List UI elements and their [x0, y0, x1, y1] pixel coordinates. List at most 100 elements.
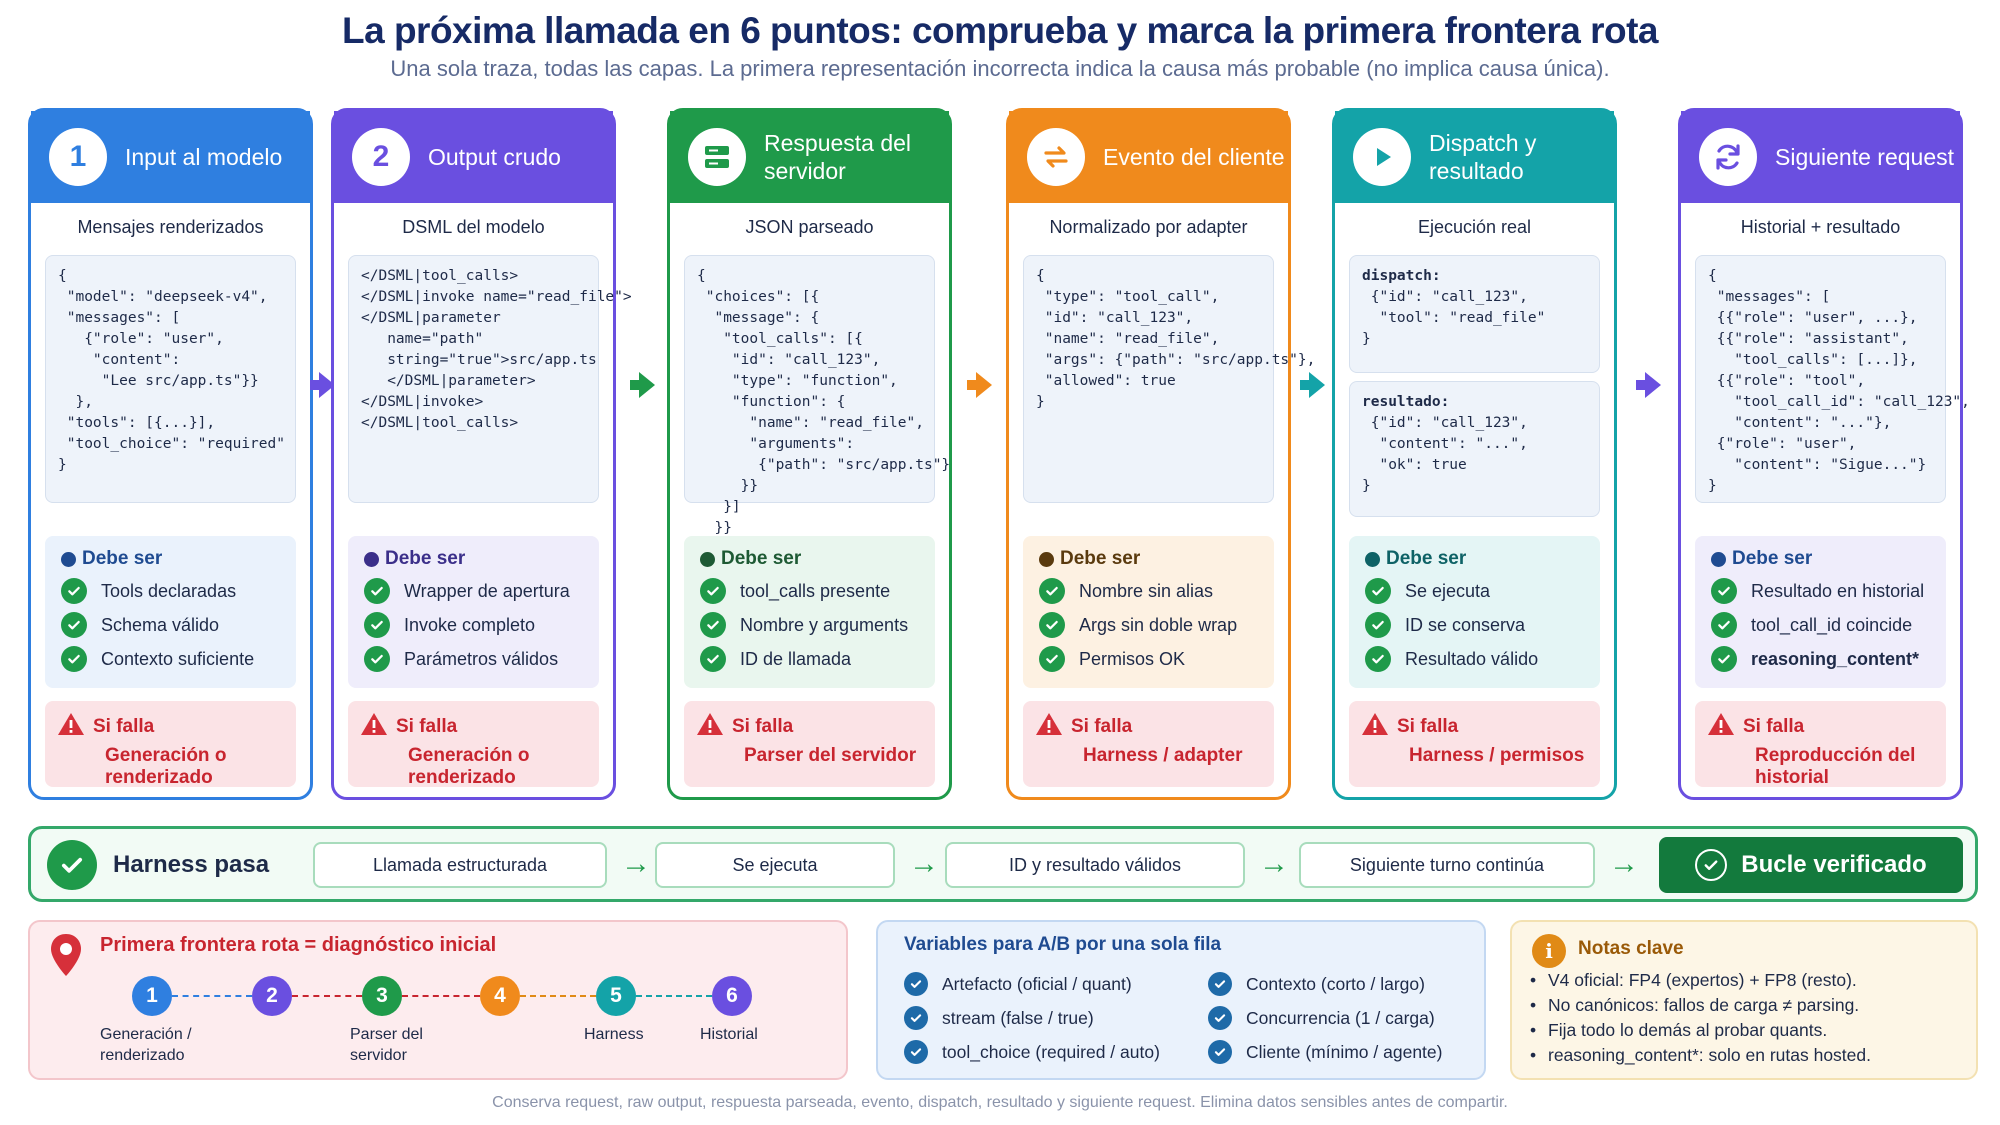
flow-arrow-stem	[310, 380, 320, 390]
refresh-icon	[1699, 128, 1757, 186]
requirement-item: Nombre y arguments	[700, 612, 919, 638]
flow-arrow-icon	[1645, 372, 1661, 398]
requirement-label: Nombre sin alias	[1079, 580, 1214, 601]
sequence-node: 2	[252, 976, 292, 1016]
requirement-label: Schema válido	[101, 614, 220, 635]
requirement-item: tool_calls presente	[700, 578, 919, 604]
variable-label: stream (false / true)	[942, 1007, 1094, 1028]
code-block: dispatch: {"id": "call_123", "tool": "re…	[1349, 255, 1600, 517]
notes-title: Notas clave	[1578, 938, 1684, 959]
flow-arrow-icon	[639, 372, 655, 398]
page-subtitle: Una sola traza, todas las capas. La prim…	[390, 56, 1610, 81]
requirement-item: Tools declaradas	[61, 578, 280, 604]
sequence-node: 4	[480, 976, 520, 1016]
sequence-node: 1	[132, 976, 172, 1016]
stage-header: Dispatch y resultado	[1335, 111, 1614, 203]
flow-arrow-icon	[976, 372, 992, 398]
pass-step: Llamada estructurada	[313, 842, 607, 888]
check-icon	[1365, 612, 1391, 638]
warning-icon	[1035, 711, 1063, 743]
note-item: V4 oficial: FP4 (expertos) + FP8 (resto)…	[1530, 970, 1857, 991]
stage-subtitle: Mensajes renderizados	[77, 217, 264, 237]
variable-label: tool_choice (required / auto)	[942, 1041, 1160, 1062]
must-be-title: Debe ser	[721, 548, 802, 569]
check-icon	[1208, 972, 1232, 996]
arrow-right-icon: →	[621, 847, 651, 880]
warning-icon	[696, 711, 724, 743]
stage-title: Dispatch y resultado	[1429, 130, 1537, 184]
requirement-item: Nombre sin alias	[1039, 578, 1258, 604]
variables-title: Variables para A/B por una sola fila	[904, 934, 1222, 955]
pass-step: ID y resultado válidos	[945, 842, 1245, 888]
bullet-icon	[700, 551, 715, 567]
code-block: </DSML|tool_calls> </DSML|invoke name="r…	[348, 255, 632, 503]
page-title: La próxima llamada en 6 puntos: comprueb…	[342, 10, 1658, 51]
must-be-title: Debe ser	[385, 548, 466, 569]
flow-arrow-stem	[967, 380, 977, 390]
requirement-label: Nombre y arguments	[740, 614, 909, 635]
check-icon	[1711, 578, 1737, 604]
requirement-item: Wrapper de apertura	[364, 578, 583, 604]
variable-label: Cliente (mínimo / agente)	[1246, 1041, 1443, 1062]
map-pin-icon	[51, 934, 81, 976]
bullet-icon	[1365, 551, 1380, 567]
sequence-node-label: Harness	[584, 1026, 644, 1043]
bullet-icon	[1039, 551, 1054, 567]
note-item: reasoning_content*: solo en rutas hosted…	[1530, 1045, 1871, 1066]
if-fails-cause: Reproducción del historial	[1755, 745, 1916, 788]
stage-subtitle: JSON parseado	[745, 217, 874, 237]
if-fails-title: Si falla	[396, 716, 458, 737]
check-icon	[700, 578, 726, 604]
code-label: dispatch:	[1362, 268, 1441, 284]
check-icon	[1208, 1006, 1232, 1030]
check-icon	[700, 612, 726, 638]
diagnosis-panel: Primera frontera rota = diagnóstico inic…	[28, 920, 848, 1080]
check-icon	[61, 578, 87, 604]
stage-subtitle: DSML del modelo	[402, 217, 545, 237]
stage-title: Respuesta del servidor	[764, 130, 912, 184]
stage-header: Siguiente request	[1681, 111, 1960, 203]
check-icon	[904, 1006, 928, 1030]
check-icon	[1711, 612, 1737, 638]
harness-pass-row: Harness pasa Llamada estructurada → Se e…	[28, 826, 1978, 902]
sequence-connector	[172, 995, 252, 997]
check-icon	[364, 578, 390, 604]
harness-pass-label: Harness pasa	[113, 851, 270, 878]
variable-label: Artefacto (oficial / quant)	[942, 973, 1132, 994]
if-fails-cause: Generación o renderizado	[105, 745, 227, 788]
note-item: No canónicos: fallos de carga ≠ parsing.	[1530, 995, 1859, 1016]
if-fails-cause: Parser del servidor	[744, 745, 917, 766]
arrow-right-icon: →	[1259, 847, 1289, 880]
stage-title: Evento del cliente	[1103, 144, 1285, 170]
stage-header: Evento del cliente	[1009, 111, 1288, 203]
requirement-label: ID de llamada	[740, 648, 852, 669]
code-block: { "type": "tool_call", "id": "call_123",…	[1023, 255, 1315, 503]
if-fails-cause: Harness / adapter	[1083, 745, 1243, 766]
loop-verified-badge: Bucle verificado	[1659, 837, 1963, 893]
arrow-right-icon: →	[1609, 847, 1639, 880]
requirement-item: Resultado válido	[1365, 646, 1584, 672]
variable-label: Concurrencia (1 / carga)	[1246, 1007, 1435, 1028]
notes-panel: i Notas clave V4 oficial: FP4 (expertos)…	[1510, 920, 1978, 1080]
must-be-title: Debe ser	[82, 548, 163, 569]
bullet-icon	[61, 551, 76, 567]
check-icon	[1711, 646, 1737, 672]
requirement-item: Contexto suficiente	[61, 646, 280, 672]
requirement-label: Contexto suficiente	[101, 648, 255, 669]
if-fails-title: Si falla	[93, 716, 155, 737]
code-text: {"id": "call_123", "tool": "read_file" }	[1362, 289, 1546, 347]
note-item: Fija todo lo demás al probar quants.	[1530, 1020, 1827, 1041]
requirement-item: Se ejecuta	[1365, 578, 1584, 604]
check-icon	[1365, 646, 1391, 672]
